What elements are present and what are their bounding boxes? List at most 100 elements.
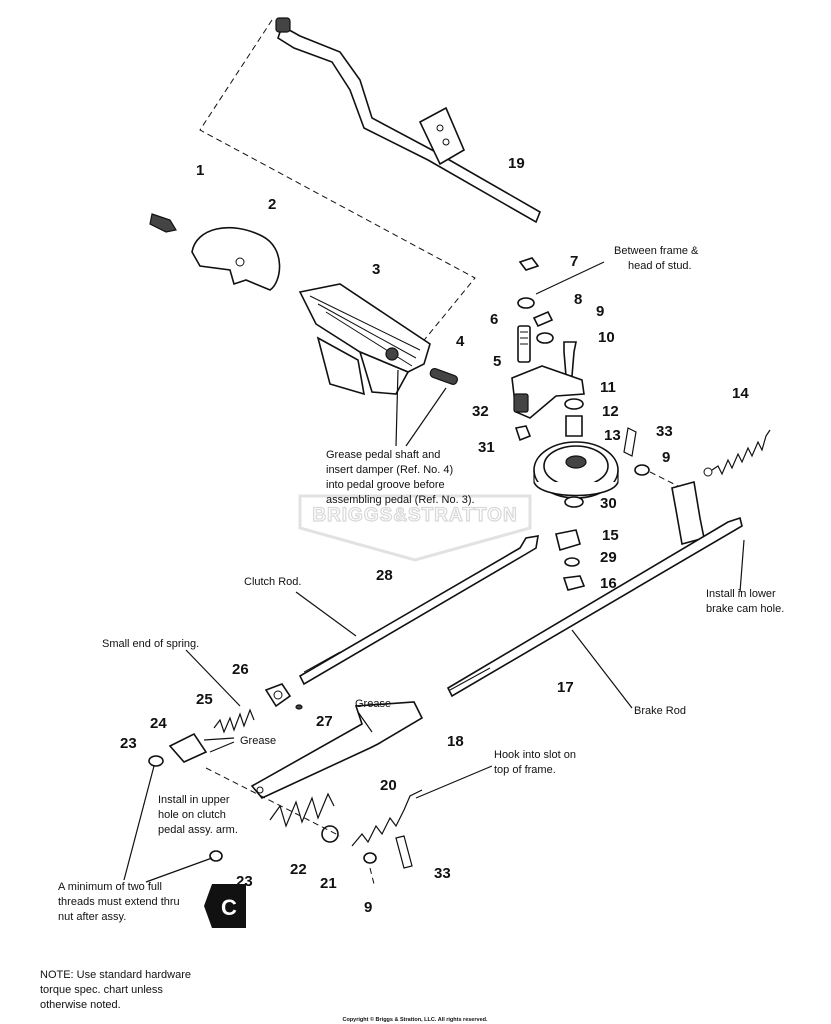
callout-6: 6 [490, 311, 498, 328]
clutch-rod-thread [303, 651, 341, 673]
brake-cam-bracket [671, 480, 705, 546]
callout-22: 22 [290, 861, 307, 878]
note-brake-rod: Brake Rod [634, 705, 686, 717]
callout-9: 9 [596, 303, 604, 320]
svg-text:A minimum of two full: A minimum of two full [58, 881, 162, 893]
spring-part-14 [703, 429, 771, 477]
callout-15: 15 [602, 527, 619, 544]
note-small-end-spring: Small end of spring. [102, 638, 199, 650]
note-grease-24: Grease [240, 735, 276, 747]
nut-part-23-top [148, 755, 164, 767]
svg-text:pedal assy. arm.: pedal assy. arm. [158, 824, 238, 836]
callout-10: 10 [598, 329, 615, 346]
svg-text:Grease pedal shaft and: Grease pedal shaft and [326, 449, 440, 461]
svg-text:top of frame.: top of frame. [494, 764, 556, 776]
callout-12: 12 [602, 403, 619, 420]
callout-4: 4 [456, 333, 465, 350]
pedal-lever-part-19 [275, 17, 542, 224]
callout-3: 3 [372, 261, 380, 278]
svg-text:otherwise noted.: otherwise noted. [40, 999, 121, 1011]
dash-leader-14 [649, 471, 691, 493]
collar-part-26 [264, 683, 292, 708]
copyright-text: Copyright © Briggs & Stratton, LLC. All … [342, 1016, 488, 1023]
note-clutch-rod: Clutch Rod. [244, 576, 301, 588]
spring-part-25 [213, 708, 255, 734]
callout-5: 5 [493, 353, 501, 370]
callout-18: 18 [447, 733, 464, 750]
callout-33-right: 33 [656, 423, 673, 440]
callout-1: 1 [196, 162, 204, 179]
pad-part-2 [149, 213, 281, 291]
callout-32: 32 [472, 403, 489, 420]
clutch-arm-part-18 [250, 701, 424, 799]
pedal-part-3 [298, 283, 431, 396]
callout-25: 25 [196, 691, 213, 708]
note-between-frame: Between frame & head of stud. [614, 245, 699, 272]
svg-text:threads must extend thru: threads must extend thru [58, 896, 180, 908]
svg-text:Install in lower: Install in lower [706, 588, 776, 600]
callout-7: 7 [570, 253, 578, 270]
note-grease-18: Grease [355, 698, 391, 710]
note-grease-pedal: Grease pedal shaft and insert damper (Re… [326, 449, 475, 506]
callout-19: 19 [508, 155, 525, 172]
callout-9-right: 9 [662, 449, 670, 466]
damper-part-4 [429, 367, 458, 385]
spring-part-20 [351, 789, 423, 847]
washer-part-9 [634, 464, 650, 476]
lower-hardware-parts [555, 496, 586, 591]
svg-text:C: C [221, 895, 237, 920]
stud-stack-parts [511, 257, 585, 442]
callout-21: 21 [320, 875, 337, 892]
brake-rod-thread [449, 667, 491, 691]
svg-text:NOTE: Use standard hardware: NOTE: Use standard hardware [40, 969, 191, 981]
svg-text:head of stud.: head of stud. [628, 260, 692, 272]
cotter-pin-part-33 [623, 427, 637, 457]
note-install-lower: Install in lower brake cam hole. [706, 588, 784, 615]
note-install-upper: Install in upper hole on clutch pedal as… [158, 794, 238, 836]
callout-17: 17 [557, 679, 574, 696]
svg-text:Hook into slot on: Hook into slot on [494, 749, 576, 761]
pulley-part-13 [533, 441, 619, 499]
svg-text:Install in upper: Install in upper [158, 794, 230, 806]
svg-text:hole on clutch: hole on clutch [158, 809, 226, 821]
spring-part-22 [269, 792, 335, 828]
svg-text:nut after assy.: nut after assy. [58, 911, 126, 923]
svg-text:assembling pedal (Ref. No. 3).: assembling pedal (Ref. No. 3). [326, 494, 475, 506]
callout-2: 2 [268, 196, 276, 213]
section-c-badge: C [204, 884, 246, 928]
callout-8: 8 [574, 291, 582, 308]
callout-33-lower: 33 [434, 865, 451, 882]
svg-text:insert damper (Ref. No. 4): insert damper (Ref. No. 4) [326, 464, 453, 476]
washer-part-9-lower [363, 852, 377, 864]
grease-note-leaders [395, 369, 447, 447]
callout-24: 24 [150, 715, 167, 732]
assembly-dashes-lower [205, 767, 375, 885]
callout-14: 14 [732, 385, 749, 402]
leader-arrows [123, 261, 745, 883]
washer-part-21 [321, 825, 339, 843]
callout-23-top: 23 [120, 735, 137, 752]
clutch-rod-part-28 [298, 535, 539, 686]
cotter-pin-part-33-lower [395, 835, 413, 869]
trunnion-part-24 [168, 732, 208, 763]
callout-29: 29 [600, 549, 617, 566]
callout-9-lower: 9 [364, 899, 372, 916]
callout-31: 31 [478, 439, 495, 456]
watermark-text: BRIGGS&STRATTON [312, 505, 517, 526]
callout-28: 28 [376, 567, 393, 584]
callout-20: 20 [380, 777, 397, 794]
note-torque: NOTE: Use standard hardware torque spec.… [40, 969, 191, 1011]
callout-26: 26 [232, 661, 249, 678]
nut-part-23-lower [209, 850, 223, 862]
note-hook-slot: Hook into slot on top of frame. [494, 749, 576, 776]
setscrew-part-27 [295, 704, 303, 710]
callout-13: 13 [604, 427, 621, 444]
pedal-assembly-outline [199, 19, 476, 373]
svg-text:brake cam hole.: brake cam hole. [706, 603, 784, 615]
svg-text:into pedal groove before: into pedal groove before [326, 479, 445, 491]
callout-numbers: 1 2 3 4 5 6 7 8 9 10 11 12 13 14 15 16 1… [120, 155, 749, 916]
callout-27: 27 [316, 713, 333, 730]
callout-16: 16 [600, 575, 617, 592]
callout-30: 30 [600, 495, 617, 512]
